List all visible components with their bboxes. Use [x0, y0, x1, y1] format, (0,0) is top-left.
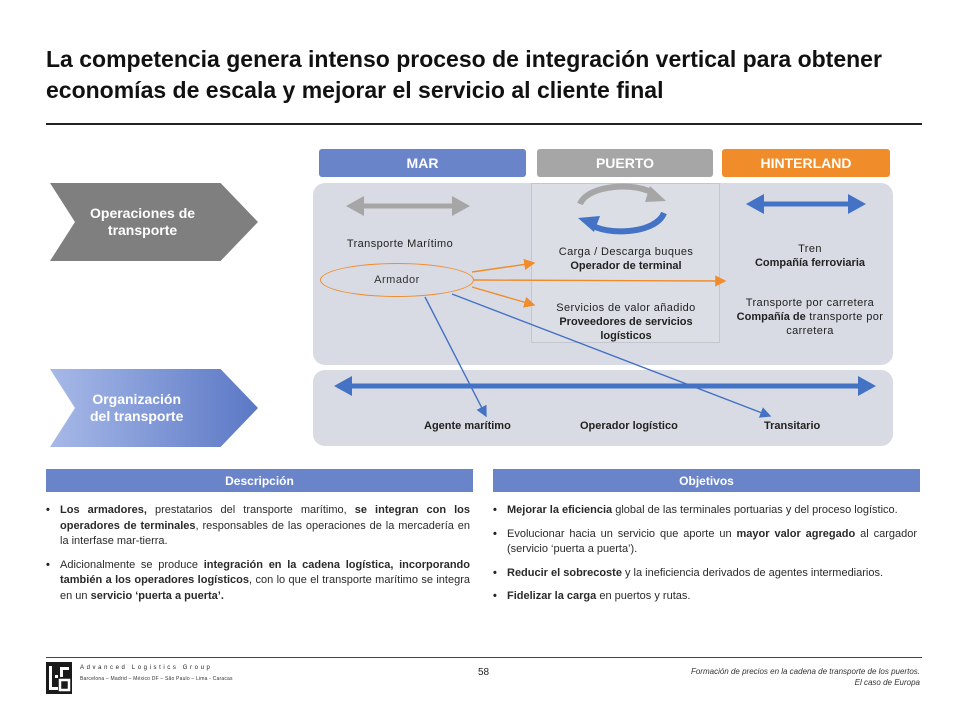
label-transporte-maritimo: Transporte Marítimo [346, 238, 454, 250]
obj-b4-text: en puertos y rutas. [596, 590, 691, 602]
compania-de-text: Compañía de [736, 311, 806, 323]
desc-b2-bold-2: servicio ‘puerta a puerta’ [90, 589, 221, 602]
list-item: Evolucionar hacia un servicio que aporte… [493, 527, 917, 558]
desc-b1-bold-2: se integran con los operadores de termin… [60, 504, 471, 532]
descripcion-header: Descripción [46, 469, 473, 492]
obj-b4-bold: Fidelizar la carga [507, 590, 597, 602]
label-carga-descarga: Carga / Descarga buques Operador de term… [534, 245, 718, 273]
proveedores-text: Proveedores de servicios logísticos [559, 316, 693, 342]
tren-text: Tren [798, 243, 822, 255]
label-carretera: Transporte por carretera Compañía de tra… [727, 296, 893, 338]
organization-panel [313, 370, 893, 446]
obj-b2-text-1: Evolucionar hacia un servicio que aporte… [507, 527, 737, 540]
list-item: Mejorar la eficiencia global de las term… [493, 503, 917, 519]
list-item: Reducir el sobrecoste y la ineficiencia … [493, 566, 917, 582]
company-logo-icon [46, 662, 72, 694]
obj-b1-bold: Mejorar la eficiencia [507, 504, 613, 516]
label-agente-maritimo: Agente marítimo [424, 420, 511, 432]
armador-label: Armador [374, 274, 420, 286]
page-number: 58 [478, 667, 490, 678]
desc-b1-text-2: , responsables de las operaciones de la … [60, 519, 470, 548]
obj-b2-text-2: al cargador (servicio ‘puerta a puerta’)… [507, 527, 918, 556]
footer-divider [46, 657, 922, 658]
company-cities: Barcelona – Madrid – México DF – São Pau… [80, 676, 233, 682]
armador-node: Armador [320, 263, 474, 297]
obj-b2-bold: mayor valor agregado [736, 527, 856, 540]
company-name: Advanced Logistics Group [80, 665, 213, 671]
label-tren: Tren Compañía ferroviaria [727, 242, 893, 270]
desc-b1-bold-1: Los armadores, [60, 504, 147, 516]
page-title: La competencia genera intenso proceso de… [46, 46, 882, 103]
obj-b3-bold: Reducir el sobrecoste [507, 566, 622, 579]
desc-b2-period: . [220, 589, 224, 602]
chevron-operaciones-label: Operaciones de transporte [90, 205, 196, 238]
desc-b2-text-2: , con lo que el transporte marítimo se i… [60, 574, 470, 602]
desc-b2-text-1: Adicionalmente se produce [60, 558, 204, 571]
list-item: Los armadores, prestatarios del transpor… [46, 503, 470, 550]
chevron-operaciones: Operaciones de transporte [50, 183, 258, 261]
chevron-organizacion: Organización del transporte [50, 369, 258, 447]
list-item: Fidelizar la carga en puertos y rutas. [493, 589, 917, 605]
descripcion-list: Los armadores, prestatarios del transpor… [46, 503, 470, 612]
desc-b1-text-1: prestatarios del transporte marítimo, [146, 504, 355, 516]
carga-descarga-text: Carga / Descarga buques [558, 246, 694, 258]
label-operador-logistico: Operador logístico [580, 420, 678, 432]
chevron-organizacion-label: Organización del transporte [90, 391, 184, 424]
compania-carretera-text: Compañía de transporte por carretera [727, 310, 893, 338]
desc-b2-bold-1: integración en la cadena logística, inco… [60, 558, 470, 587]
column-header-hinterland: HINTERLAND [722, 149, 890, 177]
footer-caption-line-2: El caso de Europa [854, 678, 920, 687]
list-item: Adicionalmente se produce integración en… [46, 558, 470, 605]
column-header-puerto: PUERTO [537, 149, 713, 177]
compania-ferroviaria-text: Compañía ferroviaria [754, 257, 866, 269]
label-transitario: Transitario [764, 420, 821, 432]
operador-terminal-text: Operador de terminal [570, 260, 682, 272]
footer-caption-line-1: Formación de precios en la cadena de tra… [690, 667, 920, 676]
obj-b1-text: global de las terminales portuarias y de… [612, 504, 898, 516]
objetivos-list: Mejorar la eficiencia global de las term… [493, 503, 917, 613]
objetivos-header: Objetivos [493, 469, 920, 492]
label-servicios: Servicios de valor añadido Proveedores d… [534, 301, 718, 343]
title-divider [46, 123, 922, 125]
obj-b3-text: y la ineficiencia derivados de agentes i… [621, 566, 884, 579]
transporte-carretera-text: Transporte por carretera [745, 297, 875, 309]
transporte-carretera-2-text: transporte por carretera [786, 311, 884, 337]
column-header-mar: MAR [319, 149, 526, 177]
footer-caption: Formación de precios en la cadena de tra… [590, 666, 920, 688]
servicios-valor-text: Servicios de valor añadido [556, 302, 696, 314]
